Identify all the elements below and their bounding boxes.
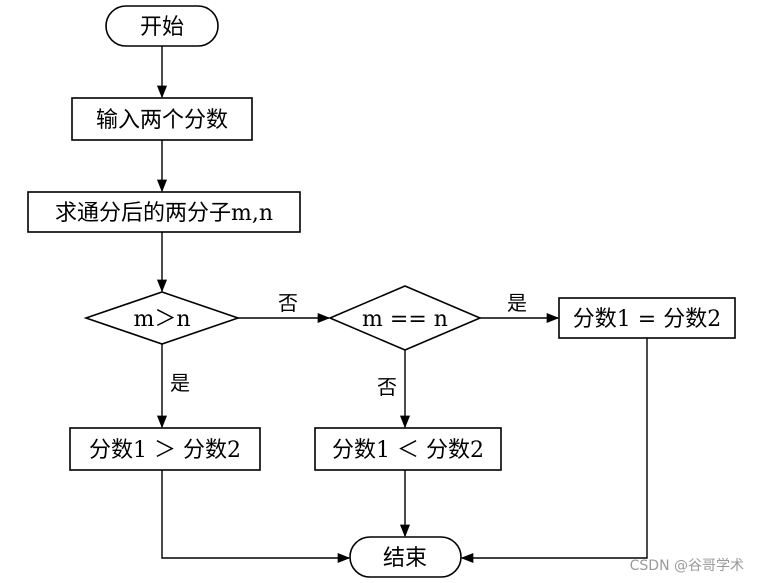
cond1-label: m＞n — [133, 307, 190, 332]
greater-label: 分数1 ＞ 分数2 — [89, 438, 241, 463]
input-label: 输入两个分数 — [96, 108, 228, 133]
end-node: 结束 — [349, 536, 462, 578]
watermark: CSDN @谷哥学术 — [630, 558, 744, 574]
equal-label: 分数1 = 分数2 — [573, 307, 721, 332]
less-node: 分数1 ＜ 分数2 — [314, 427, 502, 471]
cond1-node: m＞n — [83, 291, 241, 345]
cond2-node: m == n — [327, 285, 483, 351]
start-node: 开始 — [105, 5, 219, 47]
compute-label: 求通分后的两分子m,n — [55, 201, 273, 226]
cond2-label: m == n — [362, 307, 448, 332]
cond1-no-label: 否 — [278, 291, 298, 315]
greater-node: 分数1 ＞ 分数2 — [69, 427, 261, 471]
input-node: 输入两个分数 — [71, 97, 253, 141]
cond2-no-label: 否 — [377, 375, 397, 399]
edge-equal-end — [460, 338, 648, 564]
less-label: 分数1 ＜ 分数2 — [332, 438, 484, 463]
edge-greater-end — [161, 470, 351, 564]
cond2-yes-label: 是 — [507, 291, 527, 315]
equal-node: 分数1 = 分数2 — [558, 297, 736, 339]
end-label: 结束 — [383, 546, 427, 571]
compute-node: 求通分后的两分子m,n — [27, 191, 301, 233]
cond1-yes-label: 是 — [170, 371, 190, 395]
start-label: 开始 — [140, 15, 184, 40]
